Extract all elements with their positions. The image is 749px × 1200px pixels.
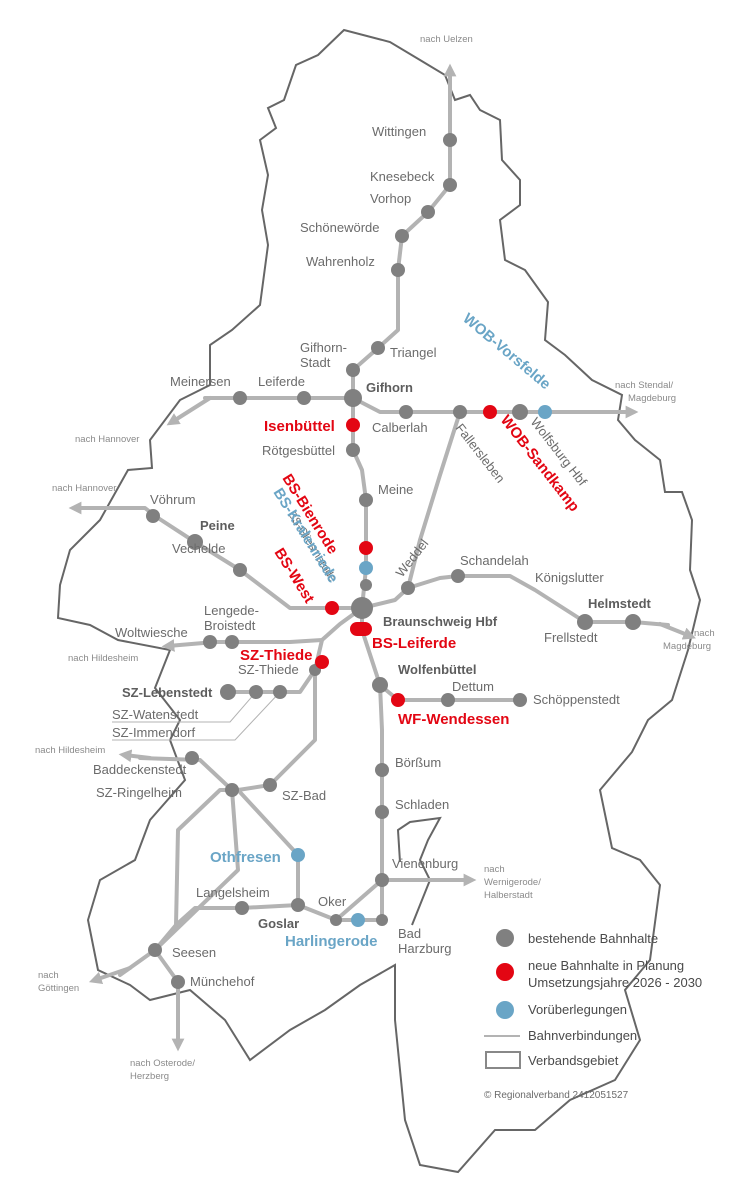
label-oker: Oker [318, 894, 347, 909]
planned-stations [315, 405, 497, 707]
direction-labels: nach Uelzen nach Stendal/ Magdeburg nach… [35, 34, 715, 1082]
label-dettum: Dettum [452, 679, 494, 694]
label-vienenburg: Vienenburg [392, 856, 458, 871]
label-wittingen: Wittingen [372, 124, 426, 139]
label-braunschweig-hbf: Braunschweig Hbf [383, 614, 498, 629]
label-othfresen: Othfresen [210, 849, 281, 866]
label-sz-thiede-existing: SZ-Thiede [238, 662, 299, 677]
label-langelsheim: Langelsheim [196, 885, 270, 900]
label-roetgesbuettel: Rötgesbüttel [262, 443, 335, 458]
label-lengede-2: Broistedt [204, 618, 256, 633]
label-vorhop: Vorhop [370, 191, 411, 206]
dir-uelzen: nach Uelzen [420, 34, 473, 45]
label-meine: Meine [378, 482, 413, 497]
label-leiferde: Leiferde [258, 374, 305, 389]
label-isenbuettel: Isenbüttel [264, 418, 335, 435]
legend-existing-label: bestehende Bahnhalte [528, 931, 658, 946]
label-calberlah: Calberlah [372, 420, 428, 435]
label-wolfenbuettel: Wolfenbüttel [398, 662, 476, 677]
label-gifhorn-stadt-1: Gifhorn- [300, 340, 347, 355]
dir-stendal-1: nach Stendal/ [615, 380, 673, 391]
label-schoenewoerde: Schönewörde [300, 220, 380, 235]
label-vechelde: Vechelde [172, 541, 226, 556]
label-peine: Peine [200, 518, 235, 533]
legend-planned-label-2: Umsetzungsjahre 2026 - 2030 [528, 975, 702, 990]
label-sz-ringelheim: SZ-Ringelheim [96, 785, 182, 800]
dir-goettingen-2: Göttingen [38, 983, 79, 994]
copyright: © Regionalverband 2412051527 [484, 1090, 629, 1101]
label-gifhorn: Gifhorn [366, 380, 413, 395]
label-bad-harzburg-2: Harzburg [398, 941, 451, 956]
legend-planned-dot [496, 963, 514, 981]
label-baddeckenstedt: Baddeckenstedt [93, 762, 187, 777]
region-border-notch [396, 816, 442, 926]
label-frellstedt: Frellstedt [544, 630, 598, 645]
dir-hildesheim-1: nach Hildesheim [68, 653, 138, 664]
legend-planned-label-1: neue Bahnhalte in Planung [528, 958, 684, 973]
label-wob-vorsfelde: WOB-Vorsfelde [459, 310, 553, 393]
dir-hannover-2: nach Hannover [52, 483, 116, 494]
label-helmstedt: Helmstedt [588, 596, 652, 611]
rail-lines [68, 63, 696, 1052]
label-meinersen: Meinersen [170, 374, 231, 389]
label-fallersleben: Fallersleben [453, 421, 508, 486]
label-harlingerode: Harlingerode [285, 933, 378, 950]
label-woltwiesche: Woltwiesche [115, 625, 188, 640]
label-wf-wendessen: WF-Wendessen [398, 711, 509, 728]
label-lengede-1: Lengede- [204, 603, 259, 618]
dir-magdeburg-2: Magdeburg [663, 641, 711, 652]
dir-wernigerode-2: Wernigerode/ [484, 877, 541, 888]
label-voehrum: Vöhrum [150, 492, 196, 507]
label-bs-leiferde: BS-Leiferde [372, 635, 456, 652]
label-triangel: Triangel [390, 345, 437, 360]
dir-osterode-2: Herzberg [130, 1071, 169, 1082]
label-knesebeck: Knesebeck [370, 169, 435, 184]
label-sz-immendorf: SZ-Immendorf [112, 725, 195, 740]
legend-border-box [485, 1051, 521, 1069]
legend-rail-label: Bahnverbindungen [528, 1028, 637, 1043]
label-schladen: Schladen [395, 797, 449, 812]
label-koenigslutter: Königslutter [535, 570, 604, 585]
existing-stations [146, 133, 641, 989]
legend-border-label: Verbandsgebiet [528, 1053, 619, 1068]
label-schoeppenstedt: Schöppenstedt [533, 692, 620, 707]
label-sz-watenstedt: SZ-Watenstedt [112, 707, 199, 722]
label-sz-lebenstedt: SZ-Lebenstedt [122, 685, 213, 700]
label-bad-harzburg-1: Bad [398, 926, 421, 941]
dir-stendal-2: Magdeburg [628, 393, 676, 404]
legend: bestehende Bahnhalte neue Bahnhalte in P… [484, 929, 702, 1101]
legend-considered-label: Vorüberlegungen [528, 1002, 627, 1017]
label-muenchehof: Münchehof [190, 974, 255, 989]
dir-magdeburg-1: nach [694, 628, 715, 639]
label-gifhorn-stadt-2: Stadt [300, 355, 331, 370]
label-boerssum: Börßum [395, 755, 441, 770]
legend-existing-dot [496, 929, 514, 947]
label-goslar: Goslar [258, 916, 299, 931]
label-sz-thiede-planned: SZ-Thiede [240, 647, 313, 664]
dir-hannover-1: nach Hannover [75, 434, 139, 445]
label-schandelah: Schandelah [460, 553, 529, 568]
considered-stations [291, 405, 552, 927]
label-sz-bad: SZ-Bad [282, 788, 326, 803]
dir-goettingen-1: nach [38, 970, 59, 981]
label-seesen: Seesen [172, 945, 216, 960]
region-border [56, 28, 702, 1174]
dir-wernigerode-1: nach [484, 864, 505, 875]
label-wahrenholz: Wahrenholz [306, 254, 375, 269]
dir-hildesheim-2: nach Hildesheim [35, 745, 105, 756]
legend-considered-dot [496, 1001, 514, 1019]
dir-wernigerode-3: Halberstadt [484, 890, 533, 901]
dir-osterode-1: nach Osterode/ [130, 1058, 195, 1069]
